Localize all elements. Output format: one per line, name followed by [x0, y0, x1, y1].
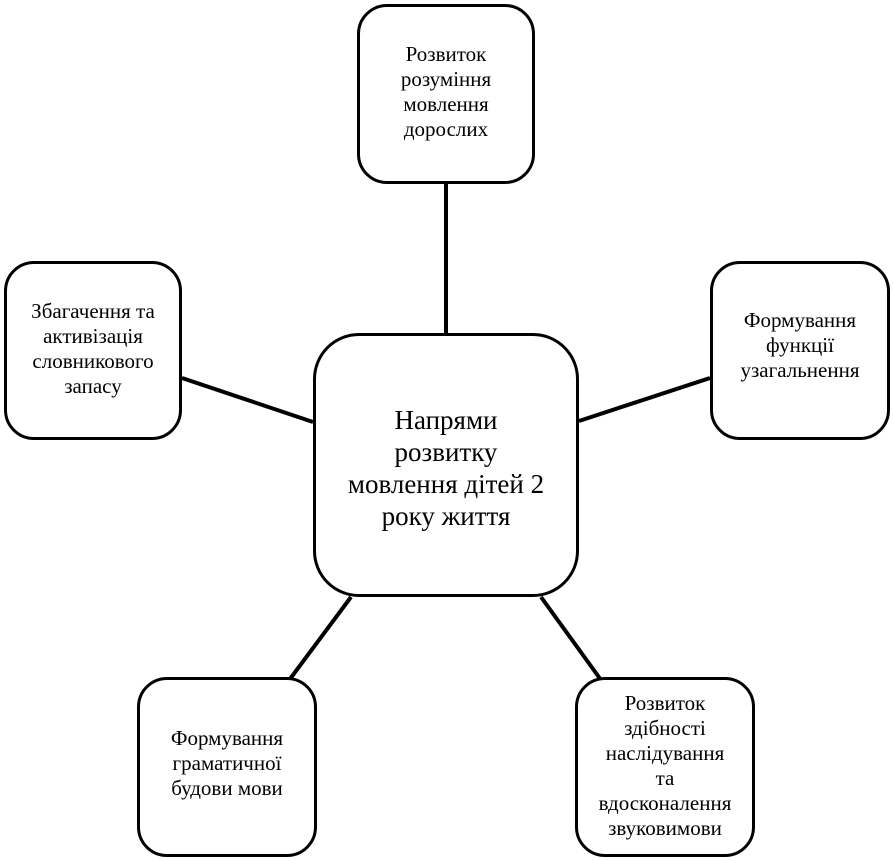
connector-bottom-right — [539, 595, 603, 682]
node-understanding-adult-speech: Розвиток розуміння мовлення дорослих — [357, 4, 535, 184]
central-node-label: Напрями розвитку мовлення дітей 2 року ж… — [347, 405, 545, 531]
node-vocabulary-enrichment: Збагачення та активізація словникового з… — [4, 261, 182, 440]
node-generalization-function: Формування функції узагальнення — [710, 261, 890, 440]
node-right-label: Формування функції узагальнення — [740, 308, 860, 382]
node-left-label: Збагачення та активізація словникового з… — [31, 298, 155, 398]
central-node: Напрями розвитку мовлення дітей 2 року ж… — [313, 333, 579, 597]
connector-right — [578, 376, 711, 423]
node-top-label: Розвиток розуміння мовлення дорослих — [400, 42, 492, 141]
connector-bottom-left — [285, 595, 353, 685]
node-imitation-pronunciation: Розвиток здібності наслідування та вдоск… — [575, 677, 755, 857]
node-bottom-right-label: Розвиток здібності наслідування та вдоск… — [598, 691, 732, 840]
node-grammar-formation: Формування граматичної будови мови — [137, 677, 317, 857]
node-bottom-left-label: Формування граматичної будови мови — [170, 725, 284, 800]
connector-left — [181, 376, 314, 424]
